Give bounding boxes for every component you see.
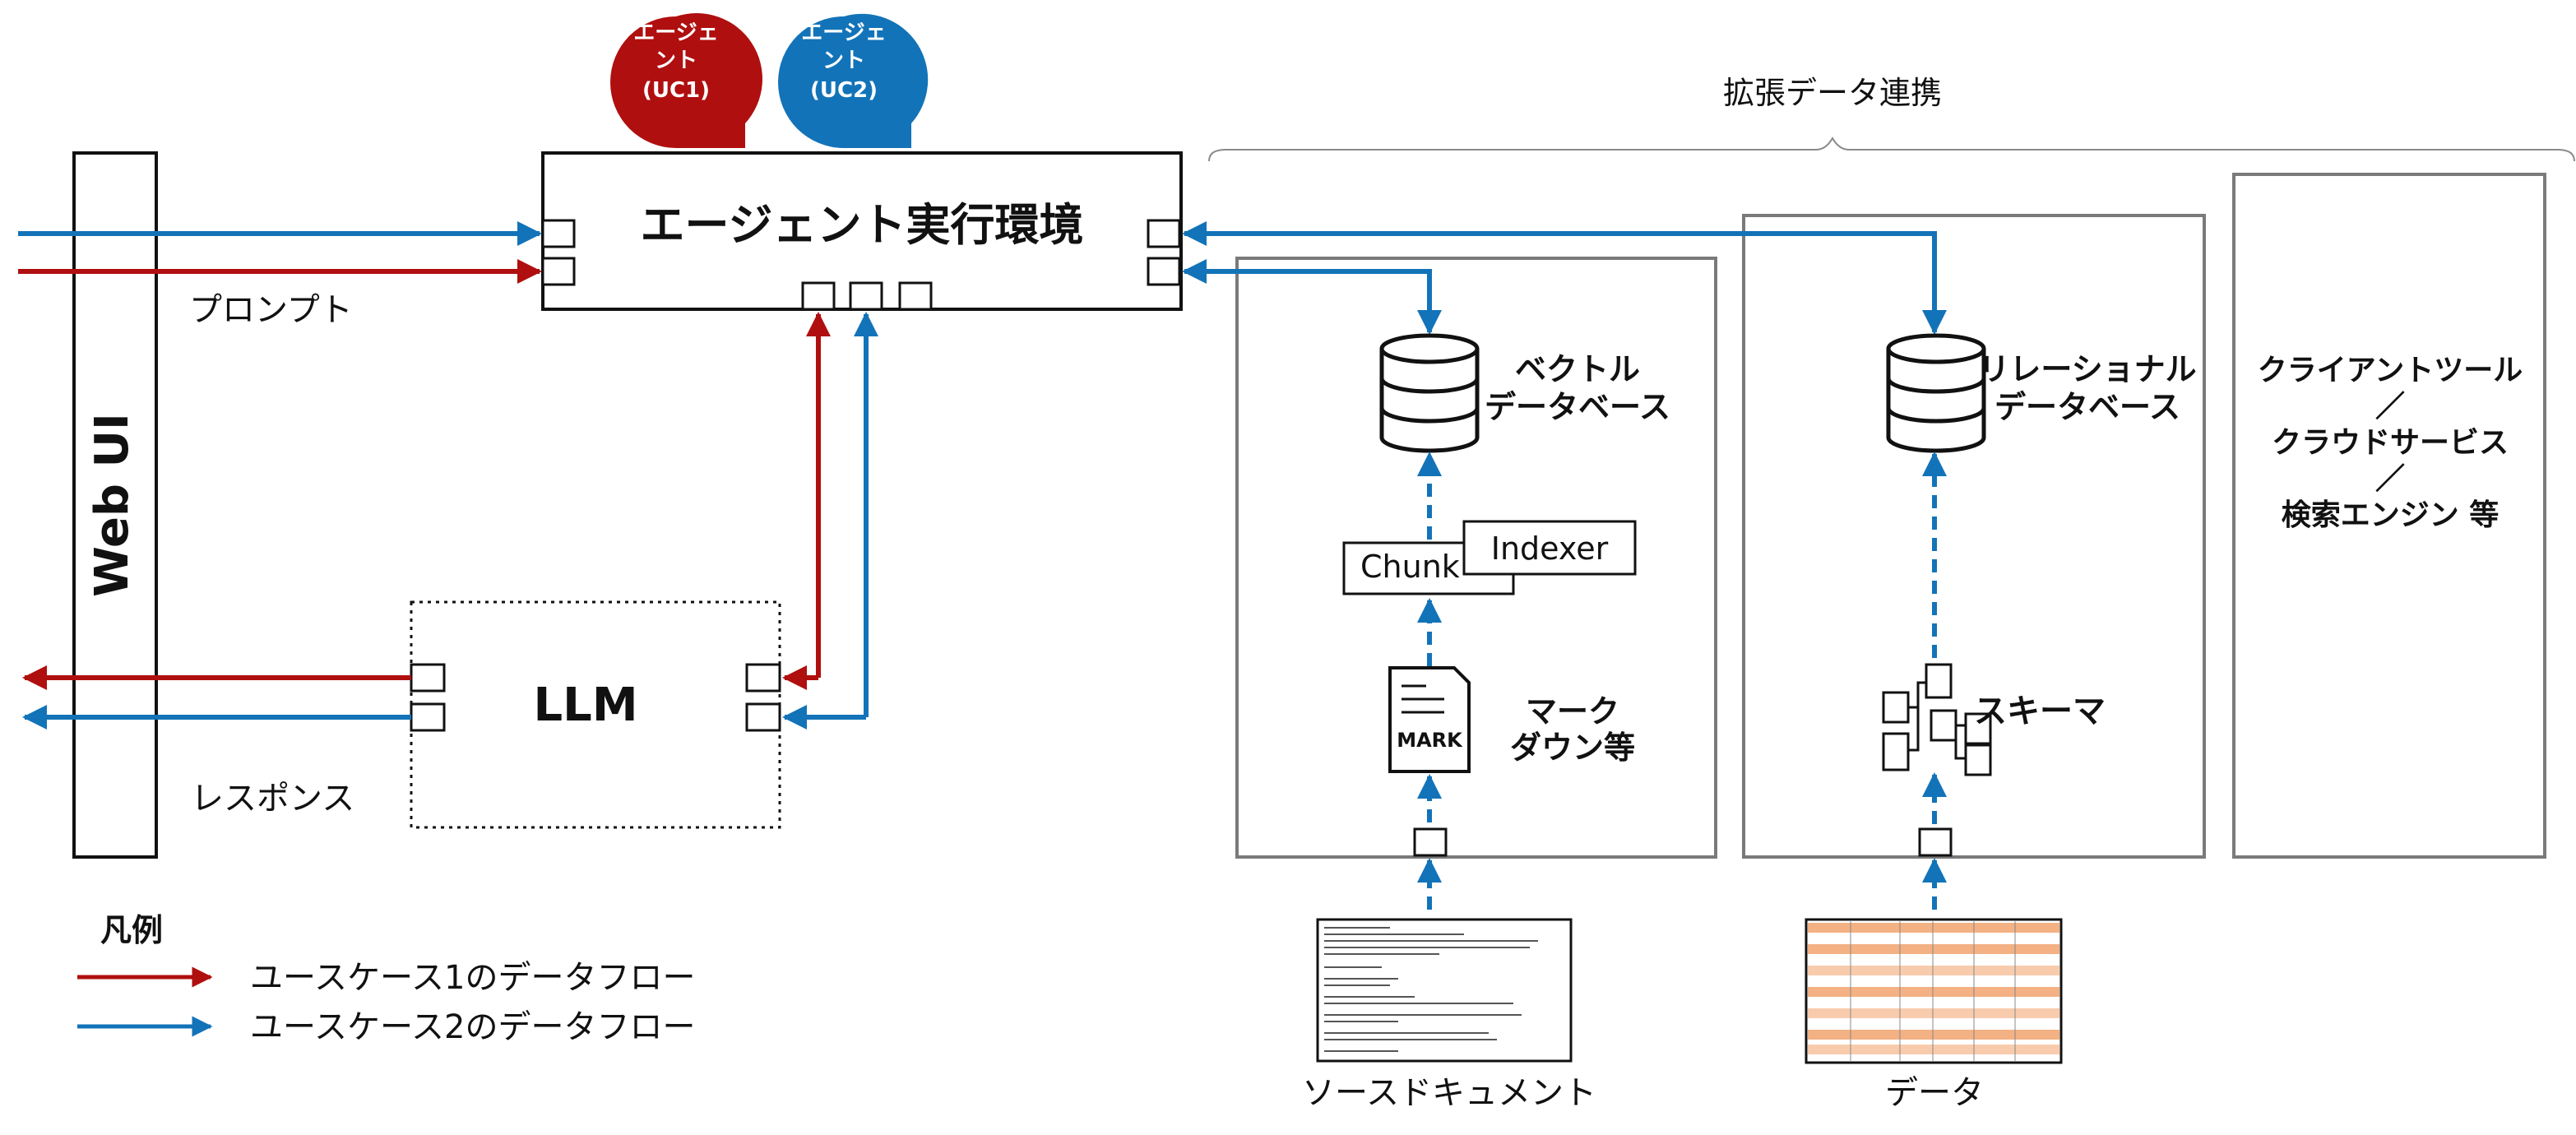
badge-uc2-line-1: エージェ <box>801 21 886 45</box>
extended-brace <box>1208 136 2575 162</box>
vector-db-line-1: ベクトル <box>1515 351 1640 387</box>
agent-env-title: エージェント実行環境 <box>641 199 1084 251</box>
tools-line-5: 検索エンジン 等 <box>2282 498 2500 532</box>
prompt-label: プロンプト <box>189 291 353 329</box>
vector-db-line-2: データベース <box>1485 389 1670 425</box>
data-label: データ <box>1885 1074 1984 1112</box>
port-relational-bottom <box>1918 827 1953 857</box>
port-agent-right-2 <box>1147 257 1181 286</box>
agent-execution-environment: エージェント実行環境 <box>541 151 1183 311</box>
indexer-label: Indexer <box>1491 530 1609 567</box>
markdown-line-2: ダウン等 <box>1510 730 1635 766</box>
badge-uc1-line-3: (UC1) <box>642 78 710 103</box>
badge-agent-uc2: エージェ ント (UC2) <box>778 13 929 148</box>
web-ui-box: Web UI <box>72 151 158 859</box>
relational-db-line-2: データベース <box>1995 389 2180 425</box>
flow-agent-relational-db <box>1182 221 1947 335</box>
llm-box: LLM <box>410 600 781 829</box>
port-agent-right-1 <box>1147 219 1181 248</box>
markdown-file-icon: MARK <box>1388 666 1471 773</box>
tools-line-2: ／ <box>2375 390 2405 424</box>
port-llm-left-2 <box>410 702 446 732</box>
extended-title: 拡張データ連携 <box>1723 75 1942 111</box>
source-document-thumbnail <box>1316 918 1573 1063</box>
schema-icon <box>1882 663 1992 776</box>
legend: 凡例 ユースケース1のデータフロー ユースケース2のデータフロー <box>77 912 695 1046</box>
tools-line-3: クラウドサービス <box>2272 426 2509 460</box>
port-vector-bottom <box>1413 827 1448 857</box>
database-icon <box>1379 333 1480 453</box>
port-llm-right-2 <box>745 702 781 732</box>
port-llm-right-1 <box>745 663 781 693</box>
badge-uc2-line-3: (UC2) <box>810 78 878 103</box>
badge-uc2-line-2: ント <box>822 49 865 73</box>
schema-label: スキーマ <box>1974 693 2106 730</box>
markdown-icon-text: MARK <box>1397 729 1463 752</box>
port-agent-left-2 <box>541 257 576 286</box>
tools-line-4: ／ <box>2375 462 2405 496</box>
panel-tools <box>2232 173 2546 859</box>
tools-line-1: クライアントツール <box>2258 354 2523 387</box>
port-agent-bottom-3 <box>898 281 933 311</box>
markdown-line-1: マーク <box>1526 693 1619 730</box>
legend-uc1-label: ユースケース1のデータフロー <box>250 959 695 997</box>
data-table-thumbnail <box>1805 918 2063 1064</box>
indexer-box <box>1462 520 1637 576</box>
database-icon <box>1886 333 1986 453</box>
badge-uc1-line-1: エージェ <box>633 21 718 45</box>
port-agent-bottom-1 <box>801 281 836 311</box>
response-label: レスポンス <box>191 780 354 818</box>
badge-uc1-line-2: ント <box>655 49 697 73</box>
source-doc-label: ソースドキュメント <box>1302 1074 1596 1112</box>
badge-agent-uc1: エージェ ント (UC1) <box>610 13 762 148</box>
flow-agent-vector-db <box>1182 259 1442 335</box>
port-llm-left-1 <box>410 663 446 693</box>
legend-title: 凡例 <box>100 912 163 948</box>
chunk-label: Chunk <box>1360 549 1460 585</box>
relational-db-line-1: リレーショナル <box>1978 351 2196 387</box>
port-agent-left-1 <box>541 219 576 248</box>
llm-label: LLM <box>533 679 637 732</box>
web-ui-label: Web UI <box>86 413 139 597</box>
port-agent-bottom-2 <box>849 281 883 311</box>
legend-uc2-label: ユースケース2のデータフロー <box>250 1008 695 1046</box>
